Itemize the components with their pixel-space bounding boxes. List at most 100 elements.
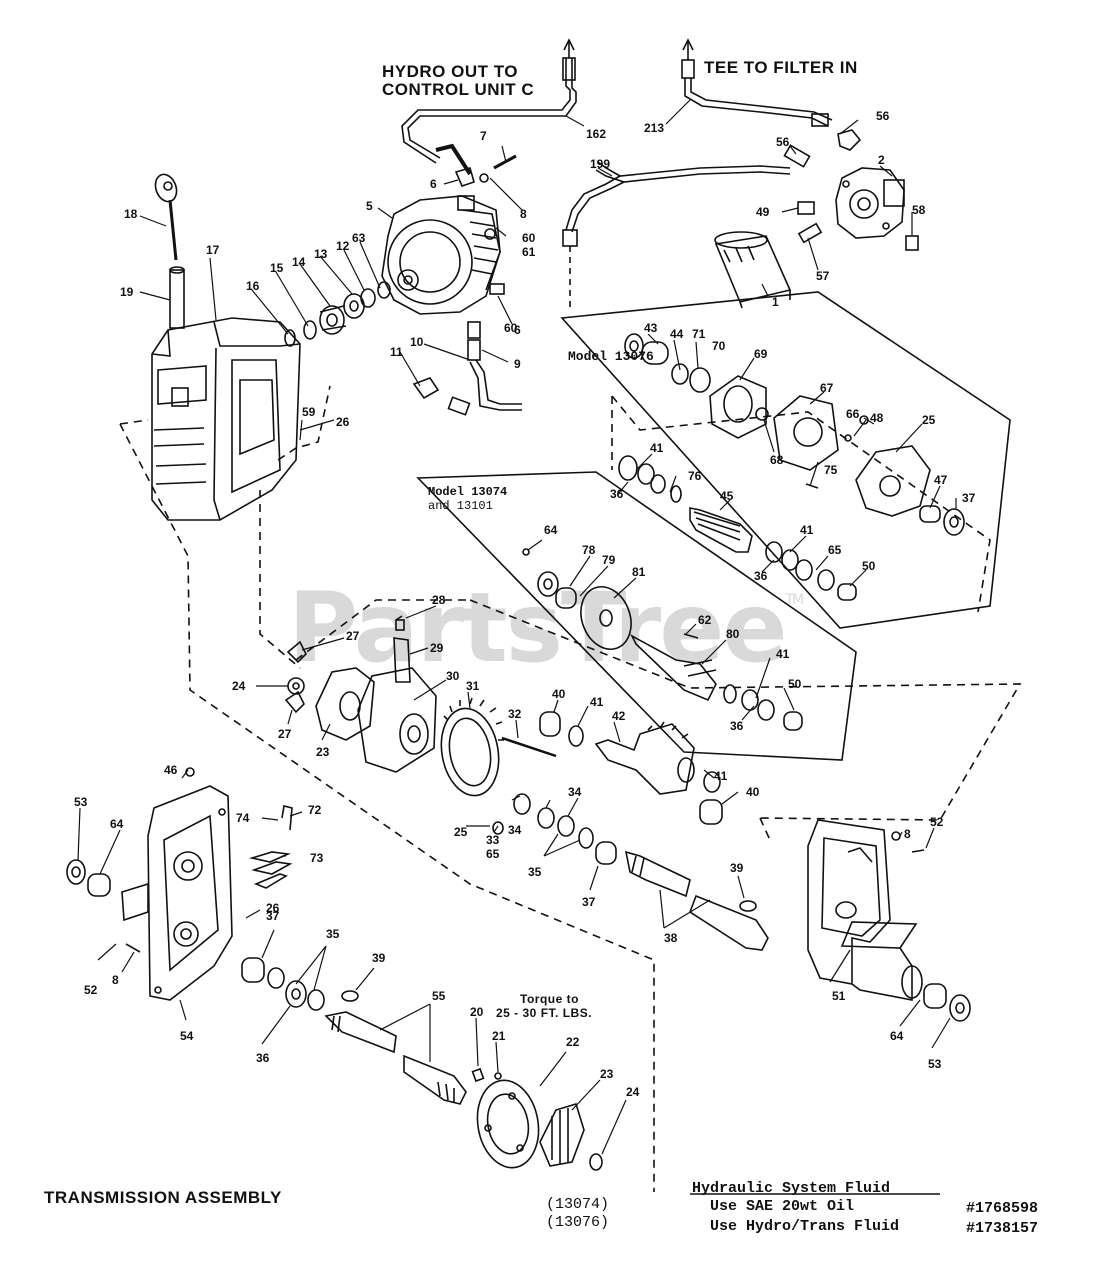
callout-199: 199: [590, 157, 610, 171]
callout-75: 75: [824, 463, 838, 477]
callout-41: 41: [590, 695, 604, 709]
callout-8: 8: [112, 973, 119, 987]
callout-25: 25: [922, 413, 936, 427]
callout-25: 25: [454, 825, 468, 839]
callout-12: 12: [336, 239, 350, 253]
callout-50: 50: [862, 559, 876, 573]
callout-162: 162: [586, 127, 606, 141]
callout-55: 55: [432, 989, 446, 1003]
callout-69: 69: [754, 347, 768, 361]
callout-67: 67: [820, 381, 834, 395]
callout-61: 61: [522, 245, 536, 259]
callout-35: 35: [326, 927, 340, 941]
callout-41: 41: [800, 523, 814, 537]
callout-66: 66: [846, 407, 860, 421]
callout-70: 70: [712, 339, 726, 353]
callout-20: 20: [470, 1005, 484, 1019]
callout-37: 37: [582, 895, 596, 909]
callout-1: 1: [772, 295, 779, 309]
callout-65: 65: [828, 543, 842, 557]
input-gear-stack: [284, 281, 391, 347]
callout-41: 41: [776, 647, 790, 661]
callout-24: 24: [232, 679, 246, 693]
callout-33: 33: [486, 833, 500, 847]
callout-8: 8: [904, 827, 911, 841]
torque-note-line1: Torque to: [520, 992, 579, 1006]
fittings-56-49-57-58: [783, 129, 919, 251]
pump-hardware-6-7-8: [454, 154, 517, 295]
transmission-housing: [151, 317, 301, 521]
tee-to-filter-hose: [681, 38, 833, 127]
callout-16: 16: [246, 279, 260, 293]
callout-36: 36: [754, 569, 768, 583]
model-13074-label-line2: and 13101: [428, 499, 493, 513]
callout-53: 53: [74, 795, 88, 809]
fluid-note-title: Hydraulic System Fluid: [692, 1180, 891, 1197]
callout-63: 63: [352, 231, 366, 245]
callout-45: 45: [720, 489, 734, 503]
callout-64: 64: [890, 1029, 904, 1043]
callout-58: 58: [912, 203, 926, 217]
lower-axle-parts: [241, 957, 603, 1171]
callout-29: 29: [430, 641, 444, 655]
model-13074-parts: [522, 548, 803, 731]
callout-26: 26: [266, 901, 280, 915]
callout-80: 80: [726, 627, 740, 641]
center-shaft-parts: [492, 711, 769, 951]
left-cover: [66, 767, 233, 1001]
callout-54: 54: [180, 1029, 194, 1043]
callout-47: 47: [934, 473, 948, 487]
callout-213: 213: [644, 121, 664, 135]
callout-31: 31: [466, 679, 480, 693]
callout-78: 78: [582, 543, 596, 557]
callout-56: 56: [876, 109, 890, 123]
callout-37: 37: [962, 491, 976, 505]
callout-43: 43: [644, 321, 658, 335]
callout-64: 64: [544, 523, 558, 537]
model-code-13074: (13074): [546, 1196, 610, 1213]
callout-65: 65: [486, 847, 500, 861]
callout-59: 59: [302, 405, 316, 419]
callout-36: 36: [256, 1051, 270, 1065]
model-13076-parts: [618, 333, 965, 601]
filter-head: [835, 167, 905, 239]
hydro-heading-line2: CONTROL UNIT C: [382, 80, 535, 99]
callout-68: 68: [770, 453, 784, 467]
model-13074-label-line1: Model 13074: [428, 485, 508, 499]
fluid-part-number-1: #1768598: [966, 1200, 1039, 1217]
model-13076-box: [560, 291, 1011, 629]
callout-44: 44: [670, 327, 684, 341]
callout-18: 18: [124, 207, 138, 221]
callout-13: 13: [314, 247, 328, 261]
assembly-title: TRANSMISSION ASSEMBLY: [44, 1188, 282, 1207]
callout-35: 35: [528, 865, 542, 879]
fluid-part-number-2: #1738157: [966, 1220, 1039, 1237]
callout-14: 14: [292, 255, 306, 269]
callout-7: 7: [480, 129, 487, 143]
callout-56: 56: [776, 135, 790, 149]
callout-79: 79: [602, 553, 616, 567]
callout-39: 39: [372, 951, 386, 965]
clip-parts-72-73: [248, 805, 293, 889]
callout-62: 62: [698, 613, 712, 627]
callout-52: 52: [930, 815, 944, 829]
callout-40: 40: [746, 785, 760, 799]
callout-71: 71: [692, 327, 706, 341]
callout-5: 5: [366, 199, 373, 213]
callout-42: 42: [612, 709, 626, 723]
callout-17: 17: [206, 243, 220, 257]
callout-11: 11: [390, 345, 403, 359]
dashed-outline-housing: [119, 385, 1022, 1192]
callout-22: 22: [566, 1035, 580, 1049]
leader-lines: [77, 99, 957, 1155]
callout-32: 32: [508, 707, 522, 721]
callout-37: 37: [266, 909, 280, 923]
callout-53: 53: [928, 1057, 942, 1071]
callout-49: 49: [756, 205, 770, 219]
callout-81: 81: [632, 565, 646, 579]
callout-36: 36: [610, 487, 624, 501]
callout-48: 48: [870, 411, 884, 425]
callout-76: 76: [688, 469, 702, 483]
